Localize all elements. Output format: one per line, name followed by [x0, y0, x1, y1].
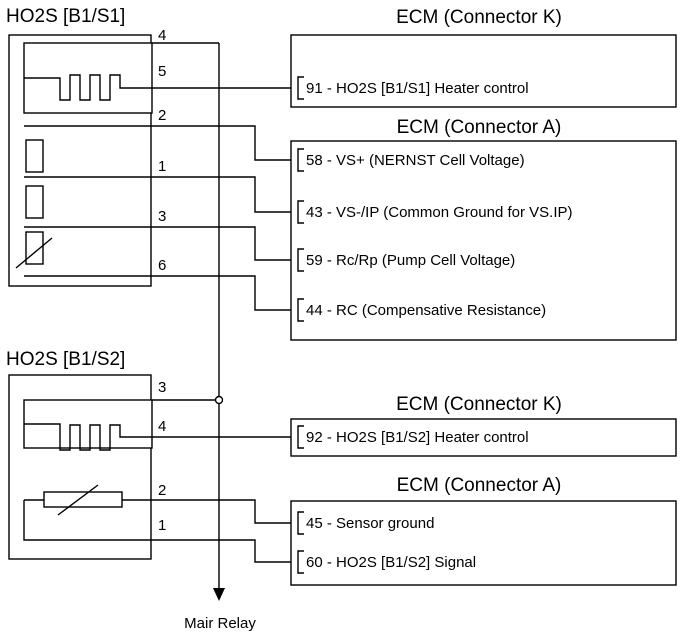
signal-label: 45 - Sensor ground — [306, 515, 434, 532]
sensor-b1-s1-cell-icon — [25, 139, 44, 173]
signal-label: 44 - RC (Compensative Resistance) — [306, 302, 546, 319]
relay-bus: Mair Relay — [152, 42, 256, 632]
pin-number: 4 — [158, 27, 166, 44]
relay-label: Mair Relay — [184, 615, 256, 632]
terminal-bracket-icon — [297, 148, 304, 172]
signal-label: 43 - VS-/IP (Common Ground for VS.IP) — [306, 204, 572, 221]
sensor-b1-s1: HO2S [B1/S1] 4 5 2 1 3 6 — [6, 6, 166, 287]
sensor-b1-s2-lead — [23, 500, 152, 541]
ecm-terminals: 91 - HO2S [B1/S1] Heater control 58 - VS… — [297, 76, 572, 574]
pin-number: 1 — [158, 158, 166, 175]
signal-label: 92 - HO2S [B1/S2] Heater control — [306, 429, 529, 446]
terminal-bracket-icon — [297, 248, 304, 272]
pin-number: 4 — [158, 418, 166, 435]
signal-label: 60 - HO2S [B1/S2] Signal — [306, 554, 476, 571]
sensor-b1-s1-variable-arrow-icon — [15, 237, 53, 269]
sensor-b1-s2-resistor-icon — [43, 491, 123, 508]
pin-number: 1 — [158, 517, 166, 534]
signal-wires — [152, 87, 291, 563]
sensor-b1-s2-title: HO2S [B1/S2] — [6, 349, 125, 370]
ecm-connector-a-2-box — [290, 500, 677, 586]
ecm-connector-k-2: ECM (Connector K) — [290, 394, 677, 457]
terminal-bracket-icon — [297, 425, 304, 449]
ecm-connector-k-1: ECM (Connector K) — [290, 7, 677, 108]
sensor-b1-s1-heater-icon — [24, 74, 152, 101]
sensor-b1-s2: HO2S [B1/S2] 3 4 2 1 — [6, 349, 166, 560]
ecm-connector-k-1-title: ECM (Connector K) — [396, 7, 562, 28]
signal-label: 91 - HO2S [B1/S1] Heater control — [306, 80, 529, 97]
pin-number: 6 — [158, 257, 166, 274]
pin-number: 3 — [158, 379, 166, 396]
wire-59 — [152, 226, 291, 261]
ecm-connector-a-1: ECM (Connector A) — [290, 117, 677, 341]
wire-58 — [152, 125, 291, 161]
signal-label: 59 - Rc/Rp (Pump Cell Voltage) — [306, 252, 515, 269]
wire-45 — [152, 499, 291, 524]
ecm-connector-a-1-title: ECM (Connector A) — [397, 117, 562, 138]
pin-number: 2 — [158, 482, 166, 499]
ecm-connector-a-1-box — [290, 140, 677, 341]
wire-43 — [152, 176, 291, 213]
ecm-connector-a-2: ECM (Connector A) — [290, 475, 677, 586]
wire-44 — [152, 275, 291, 311]
terminal-bracket-icon — [297, 200, 304, 224]
sensor-b1-s1-cell-icon — [25, 185, 44, 219]
sensor-b1-s1-title: HO2S [B1/S1] — [6, 6, 125, 27]
splice-node-icon — [214, 395, 224, 405]
pin-number: 2 — [158, 107, 166, 124]
terminal-bracket-icon — [297, 76, 304, 100]
sensor-b1-s2-heater-icon — [24, 423, 152, 451]
pin-number: 5 — [158, 63, 166, 80]
ecm-connector-k-1-box — [290, 34, 677, 108]
pin-number: 3 — [158, 208, 166, 225]
arrow-down-icon — [213, 588, 225, 601]
terminal-bracket-icon — [297, 511, 304, 535]
ecm-connector-k-2-box — [290, 418, 677, 457]
sensor-b1-s2-variable-arrow-icon — [57, 484, 99, 516]
signal-label: 58 - VS+ (NERNST Cell Voltage) — [306, 152, 525, 169]
terminal-bracket-icon — [297, 550, 304, 574]
ecm-connector-a-2-title: ECM (Connector A) — [397, 475, 562, 496]
ecm-connector-k-2-title: ECM (Connector K) — [396, 394, 562, 415]
wire-60 — [152, 539, 291, 563]
terminal-bracket-icon — [297, 298, 304, 322]
